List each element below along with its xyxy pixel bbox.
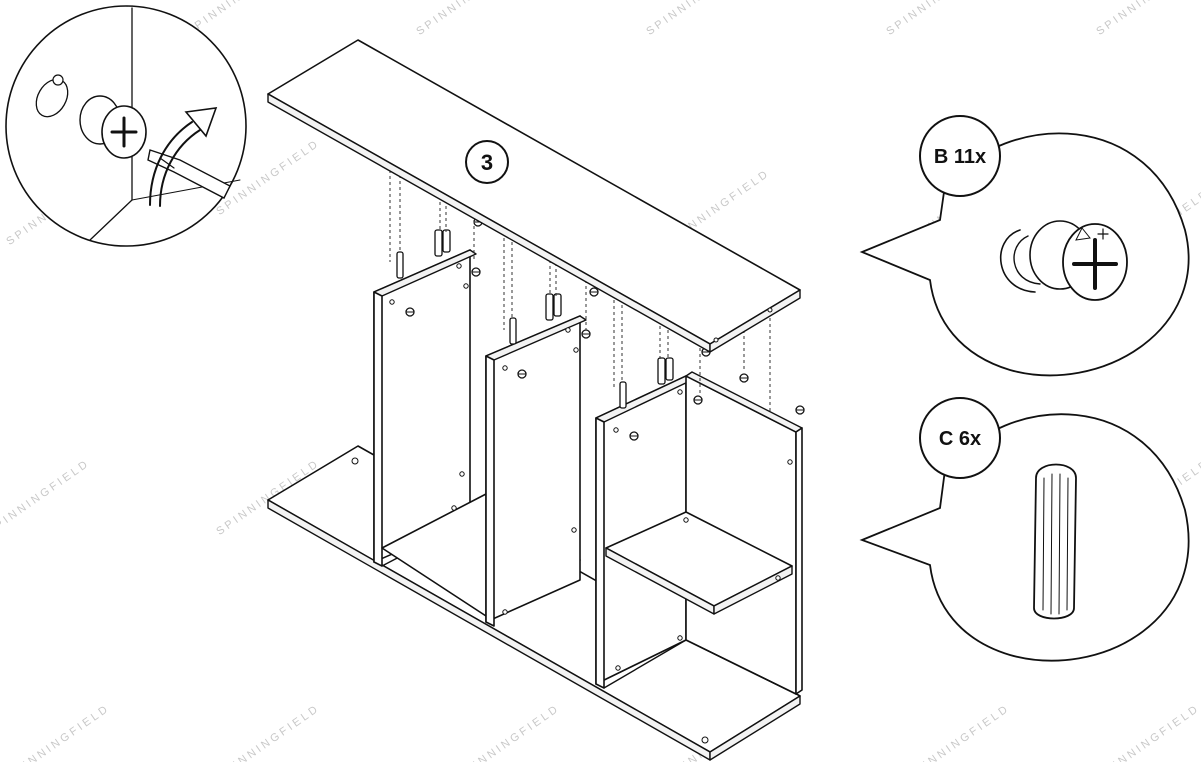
watermark-text: SPINNINGFIELD <box>644 0 752 38</box>
watermark-text: SPINNINGFIELD <box>4 702 112 762</box>
panel-holes <box>389 263 793 671</box>
watermark-text: SPINNINGFIELD <box>454 702 562 762</box>
cam-lock-nut-icon <box>999 220 1128 301</box>
watermark-text: SPINNINGFIELD <box>904 702 1012 762</box>
part-callout-b: B 11x <box>859 115 1190 377</box>
cam-lock-detail-icon <box>35 74 147 159</box>
part-c-label: C 6x <box>939 428 981 450</box>
watermark-text: SPINNINGFIELD <box>414 0 522 38</box>
detail-inset-tighten-cam <box>5 5 247 247</box>
part-callout-c: C 6x <box>859 397 1190 662</box>
screwdriver-icon <box>147 149 231 199</box>
vertical-pins <box>396 229 674 409</box>
rotation-arrow-icon <box>149 107 218 207</box>
watermark-text: SPINNINGFIELD <box>884 0 992 38</box>
furniture-assembly <box>267 39 805 761</box>
watermark-text: SPINNINGFIELD <box>0 457 92 538</box>
watermark-text: SPINNINGFIELD <box>214 702 322 762</box>
part-b-label: B 11x <box>934 146 986 168</box>
watermark-text: SPINNINGFIELD <box>1094 0 1201 38</box>
alignment-guides <box>389 170 771 412</box>
step-number: 3 <box>481 150 493 175</box>
step-badge: 3 <box>465 140 509 184</box>
wooden-dowel-icon <box>1033 463 1077 620</box>
watermark-text: SPINNINGFIELD <box>1094 702 1201 762</box>
